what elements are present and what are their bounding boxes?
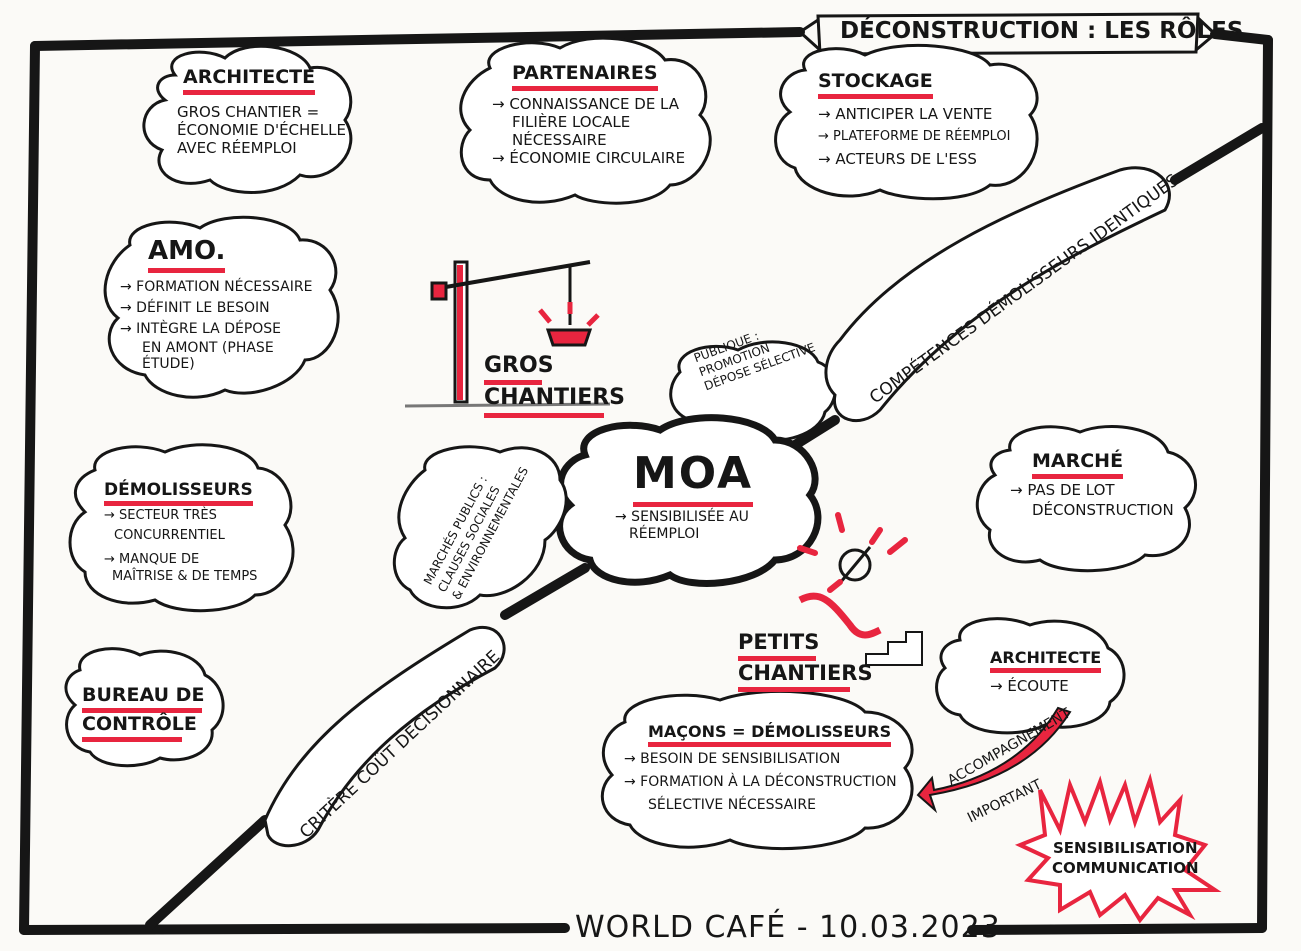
cloud-macons <box>600 689 914 851</box>
diagonal-axis <box>145 123 1267 930</box>
architecte-top-line: AVEC RÉEMPLOI <box>177 138 297 157</box>
cloud-architecte-top <box>142 44 353 194</box>
footer-label: WORLD CAFÉ - 10.03.2023 <box>575 910 1001 945</box>
demolisseurs-block: DÉMOLISSEURS → SECTEUR TRÈS CONCURRENTIE… <box>104 480 257 585</box>
moa-line: RÉEMPLOI <box>629 525 700 542</box>
cloud-bureau <box>64 647 225 768</box>
sensibilisation-burst <box>1014 772 1222 924</box>
cloud-amo <box>103 215 340 399</box>
moa-line: → SENSIBILISÉE AU <box>615 508 749 525</box>
sensibilisation-line2: COMMUNICATION <box>1052 859 1199 878</box>
stockage-block: STOCKAGE → ANTICIPER LA VENTE → PLATEFOR… <box>818 70 1010 168</box>
stockage-line: → ACTEURS DE L'ESS <box>818 150 977 169</box>
gros-chantiers-line1: GROS <box>484 353 554 386</box>
demolisseurs-line: CONCURRENTIEL <box>114 527 225 543</box>
marche-block: MARCHÉ → PAS DE LOT DÉCONSTRUCTION <box>1010 450 1174 519</box>
amo-line: → INTÈGRE LA DÉPOSE <box>120 320 282 337</box>
partenaires-line: → ÉCONOMIE CIRCULAIRE <box>492 148 686 167</box>
architecte-top-block: ARCHITECTE GROS CHANTIER = ÉCONOMIE D'ÉC… <box>177 66 346 157</box>
amo-line: → DÉFINIT LE BESOIN <box>120 299 270 316</box>
petits-chantiers-label: PETITS CHANTIERS <box>738 630 873 693</box>
crane-drawing <box>404 260 611 408</box>
architecte-bottom-block: ARCHITECTE → ÉCOUTE <box>990 648 1102 696</box>
demolisseurs-line: MAÎTRISE & DE TEMPS <box>112 569 258 585</box>
moa-block: MOA → SENSIBILISÉE AU RÉEMPLOI <box>615 448 754 542</box>
cloud-shapes <box>64 36 1197 851</box>
petits-chantiers-line2: CHANTIERS <box>738 661 873 693</box>
frame-border <box>19 27 1273 935</box>
bureau-block: BUREAU DE CONTRÔLE <box>82 684 204 742</box>
cloud-marche <box>975 425 1197 573</box>
macons-line: SÉLECTIVE NÉCESSAIRE <box>648 796 816 813</box>
cloud-stockage <box>774 43 1039 201</box>
partenaires-line: FILIÈRE LOCALE <box>512 112 631 131</box>
gros-chantiers-line2: CHANTIERS <box>484 385 625 418</box>
architecte-bottom-title: ARCHITECTE <box>990 648 1102 674</box>
cloud-architecte-bottom <box>935 617 1126 735</box>
demolisseurs-line: → SECTEUR TRÈS <box>104 508 217 524</box>
demolisseurs-title: DÉMOLISSEURS <box>104 480 253 507</box>
accompagnement-arrow <box>916 706 1072 814</box>
cloud-critere <box>263 626 506 848</box>
amo-line: ÉTUDE) <box>142 356 195 373</box>
macons-block: MAÇONS = DÉMOLISSEURS → BESOIN DE SENSIB… <box>624 722 897 814</box>
amo-title: AMO. <box>148 236 226 274</box>
bureau-line2: CONTRÔLE <box>82 713 197 742</box>
architecte-bottom-line: → ÉCOUTE <box>990 677 1069 696</box>
title-banner <box>798 12 1217 56</box>
stockage-line: → PLATEFORME DE RÉEMPLOI <box>818 128 1011 144</box>
petits-chantiers-line1: PETITS <box>738 630 819 662</box>
architecte-top-title: ARCHITECTE <box>183 66 316 95</box>
marche-line: → PAS DE LOT <box>1010 480 1115 499</box>
amo-line: EN AMONT (PHASE <box>142 339 274 356</box>
small-site-drawing <box>797 512 923 666</box>
sensibilisation-block: SENSIBILISATION COMMUNICATION <box>1052 838 1199 879</box>
partenaires-title: PARTENAIRES <box>512 62 658 91</box>
cloud-partenaires <box>459 36 712 205</box>
page-title: DÉCONSTRUCTION : LES RÔLES <box>840 18 1244 44</box>
marche-line: DÉCONSTRUCTION <box>1032 500 1174 519</box>
sensibilisation-line1: SENSIBILISATION <box>1052 839 1198 857</box>
amo-line: → FORMATION NÉCESSAIRE <box>120 279 313 296</box>
macons-title: MAÇONS = DÉMOLISSEURS <box>648 722 892 748</box>
cloud-moa <box>556 414 822 587</box>
macons-line: → FORMATION À LA DÉCONSTRUCTION <box>624 773 897 790</box>
moa-title: MOA <box>633 448 754 507</box>
architecte-top-line: ÉCONOMIE D'ÉCHELLE <box>177 120 346 139</box>
stockage-title: STOCKAGE <box>818 70 933 99</box>
gros-chantiers-label: GROS CHANTIERS <box>484 353 625 418</box>
marche-title: MARCHÉ <box>1032 450 1124 479</box>
architecte-top-line: GROS CHANTIER = <box>177 102 320 121</box>
partenaires-line: → CONNAISSANCE DE LA <box>492 94 680 113</box>
cloud-marches-publics <box>392 445 568 610</box>
cloud-demolisseurs <box>68 443 295 613</box>
amo-block: AMO. → FORMATION NÉCESSAIRE → DÉFINIT LE… <box>120 236 312 373</box>
demolisseurs-line: → MANQUE DE <box>104 551 200 567</box>
macons-line: → BESOIN DE SENSIBILISATION <box>624 751 841 768</box>
stockage-line: → ANTICIPER LA VENTE <box>818 104 993 123</box>
cloud-competences <box>824 166 1171 423</box>
partenaires-block: PARTENAIRES → CONNAISSANCE DE LA FILIÈRE… <box>492 62 685 167</box>
partenaires-line: NÉCESSAIRE <box>512 130 607 149</box>
bureau-line1: BUREAU DE <box>82 684 204 713</box>
